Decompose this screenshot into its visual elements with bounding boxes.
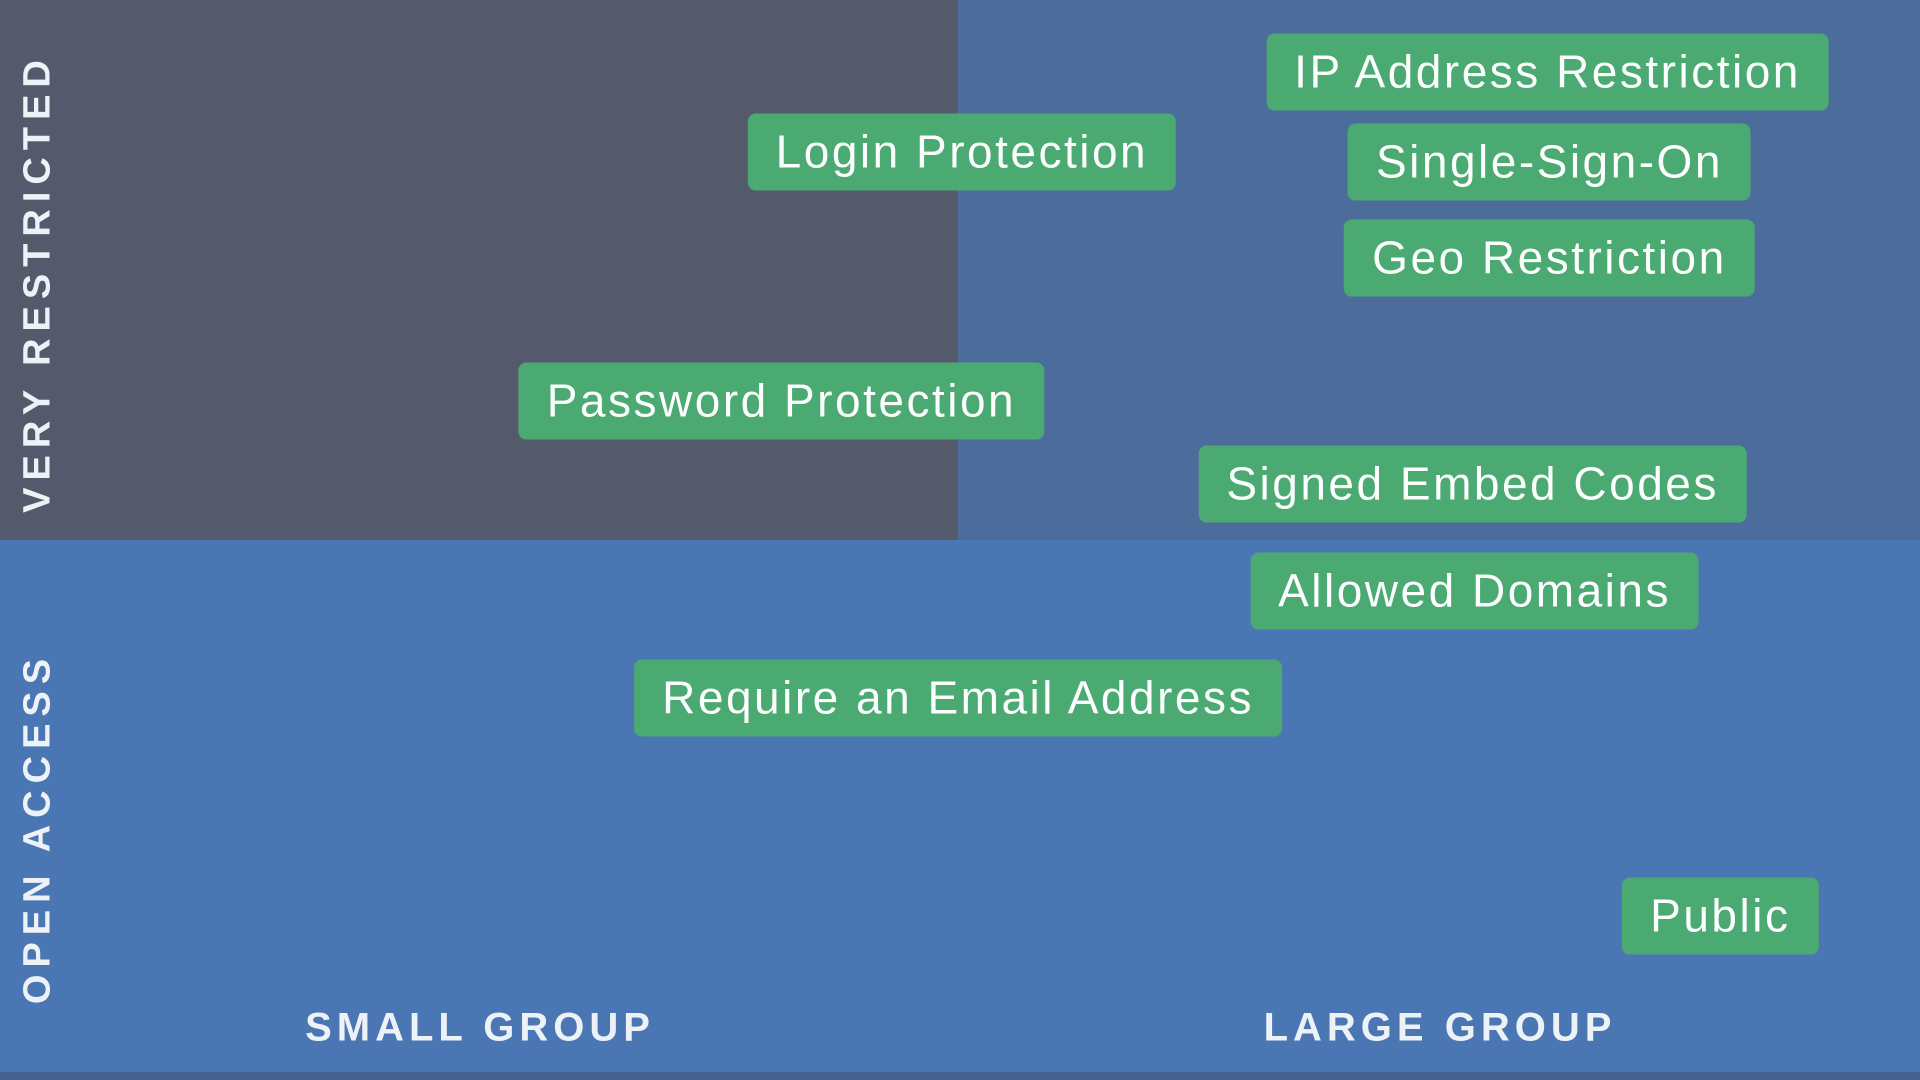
option-badge: Geo Restriction	[1344, 219, 1755, 297]
option-badge: Require an Email Address	[634, 659, 1282, 737]
quadrant-restricted-small-group	[0, 0, 958, 540]
quadrant-open-access	[0, 540, 1920, 1080]
bottom-edge-strip	[0, 1072, 1920, 1080]
x-axis-label-small-group: SMALL GROUP	[305, 1005, 655, 1050]
option-badge: Public	[1622, 877, 1819, 955]
option-badge: Password Protection	[518, 362, 1045, 440]
option-badge: Signed Embed Codes	[1198, 445, 1747, 523]
option-badge: Allowed Domains	[1250, 552, 1699, 630]
option-badge: Login Protection	[747, 113, 1177, 191]
x-axis-label-large-group: LARGE GROUP	[1263, 1005, 1617, 1050]
option-badge: Single-Sign-On	[1347, 123, 1751, 201]
y-axis-label-very-restricted: VERY RESTRICTED	[16, 53, 59, 513]
y-axis-label-open-access: OPEN ACCESS	[16, 651, 59, 1005]
option-badge: IP Address Restriction	[1266, 33, 1829, 111]
